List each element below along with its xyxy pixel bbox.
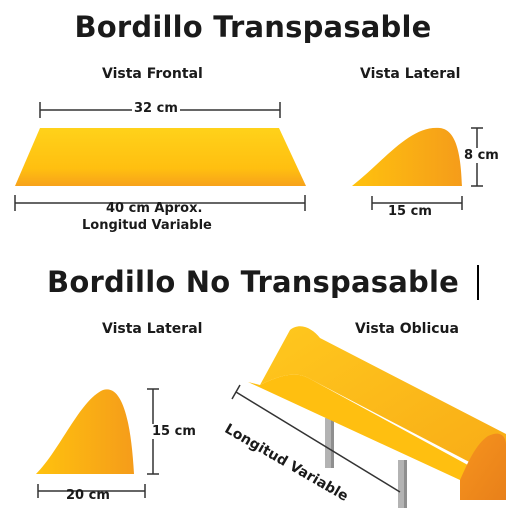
label-side-view-top: Vista Lateral — [360, 66, 461, 82]
dim-label-length-variable-top: Longitud Variable — [82, 218, 212, 233]
text-cursor — [477, 265, 479, 300]
oblique-view-shape — [248, 326, 506, 508]
dim-label-8cm: 8 cm — [462, 148, 501, 163]
label-front-view: Vista Frontal — [102, 66, 203, 82]
dim-label-32cm: 32 cm — [132, 101, 180, 116]
dim-label-20cm: 20 cm — [66, 488, 110, 503]
title-barrier-curb: Bordillo No Transpasable — [47, 265, 459, 299]
post-right — [398, 460, 407, 508]
dimension-line-depth-15 — [371, 196, 463, 210]
front-view-shape — [15, 128, 306, 186]
label-oblique-view: Vista Oblicua — [355, 321, 459, 337]
dimension-line-length — [231, 384, 401, 493]
post-left — [325, 418, 334, 468]
dim-label-15cm-depth: 15 cm — [386, 204, 434, 219]
dimension-line-bottom-width — [14, 195, 306, 211]
dimension-line-depth-20 — [37, 484, 146, 498]
side-view-shape-barrier — [36, 389, 134, 474]
dim-label-15cm-height: 15 cm — [150, 424, 198, 439]
side-view-shape-mountable — [352, 127, 462, 186]
label-side-view-bottom: Vista Lateral — [102, 321, 203, 337]
title-mountable-curb: Bordillo Transpasable — [74, 10, 432, 44]
dim-label-40cm: 40 cm Aprox. — [106, 201, 203, 216]
